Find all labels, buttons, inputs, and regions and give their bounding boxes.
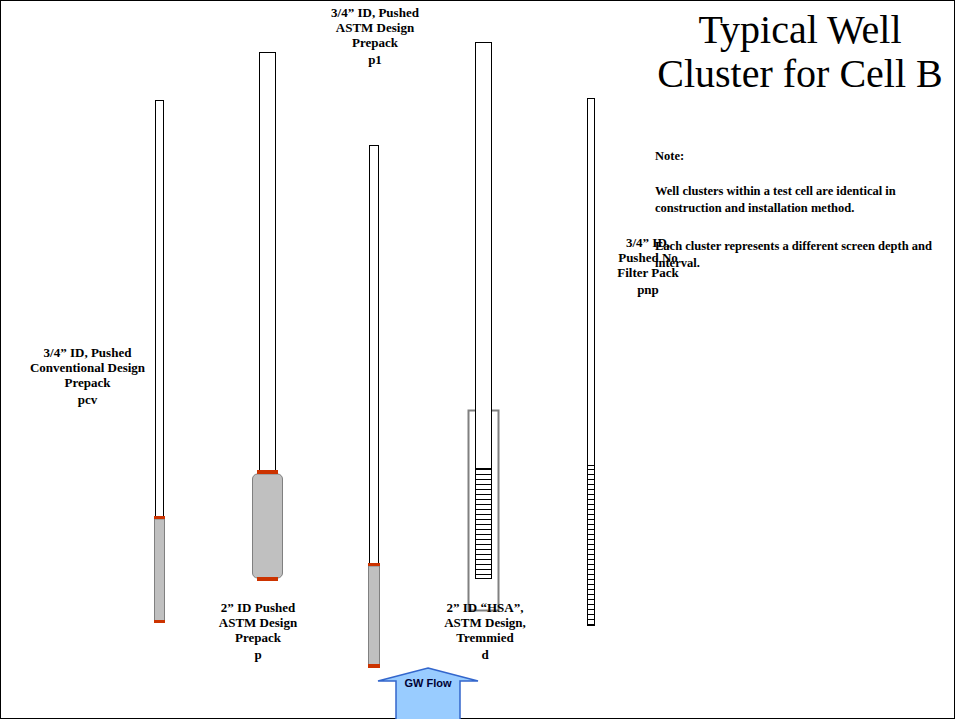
note-text: Note: [655,148,855,165]
flow-label: GW Flow [403,667,453,689]
well-label: 2” ID Pushed ASTM Design Prepack [202,600,314,645]
well-d [469,43,499,611]
well-label: pnp [605,282,691,297]
arrow-shape [376,667,480,719]
well-label: 3/4” ID, Pushed ASTM Design Prepack [312,5,438,50]
well-pcv [154,101,165,624]
note-text: Well clusters within a test cell are ide… [655,183,935,217]
arrow-outline [378,668,478,719]
well-p [253,53,283,582]
well-label: p1 [312,52,438,67]
well-label: pcv [25,392,150,407]
well-pnp [588,99,595,626]
well-label: d [427,647,543,662]
well-label: 2” ID “HSA”, ASTM Design, Tremmied [427,600,543,645]
note-text: Each cluster represents a different scre… [655,238,935,272]
flow-arrow: GW Flow [376,667,480,719]
well-label: 3/4” ID, Pushed Conventional Design Prep… [25,345,150,390]
well-label: 3/4” ID, Pushed No Filter Pack [605,235,691,280]
well-label: p [202,647,314,662]
well-p1 [368,146,380,669]
title: Typical Well Cluster for Cell B [650,8,950,96]
